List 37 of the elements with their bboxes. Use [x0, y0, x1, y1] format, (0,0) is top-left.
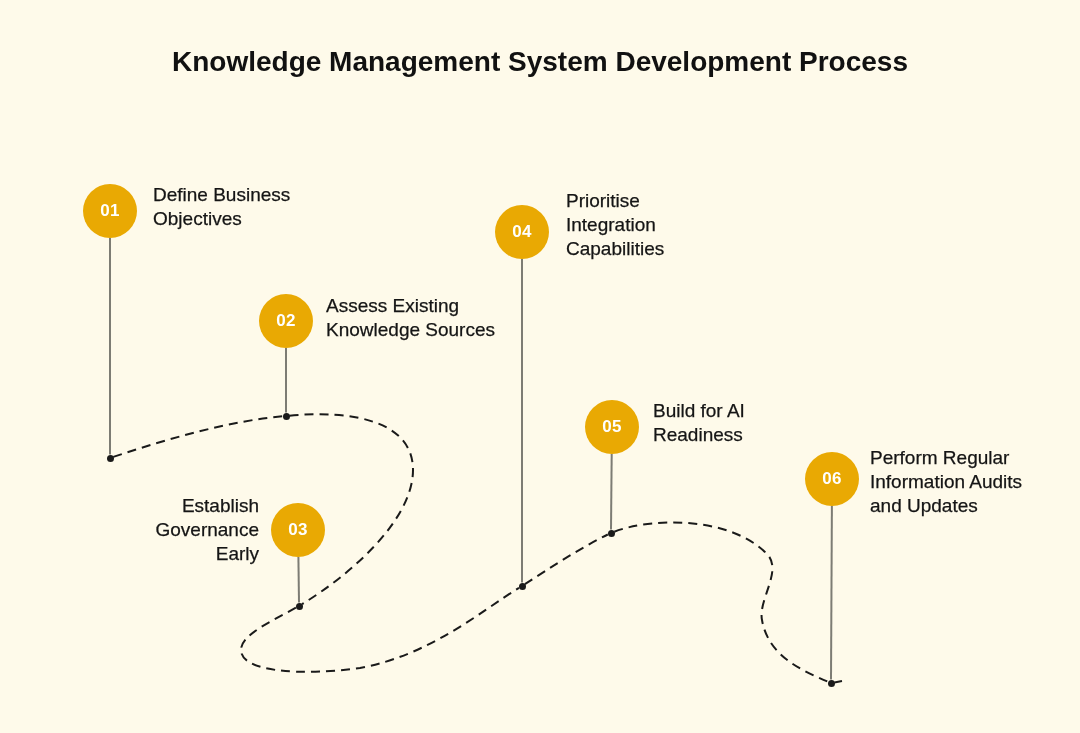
route-dot [295, 602, 303, 610]
route-dot [827, 679, 835, 687]
pin-line [830, 505, 833, 681]
step-label: Perform Regular Information Audits and Updates [870, 446, 1024, 518]
step-circle [259, 294, 313, 348]
pin-line [610, 453, 613, 531]
step-circle [805, 452, 859, 506]
step-circle [83, 184, 137, 238]
step-circle [585, 400, 639, 454]
route-dot [282, 412, 290, 420]
dashed-route-line [240, 586, 520, 673]
pin-line [285, 347, 287, 414]
dashed-route-line [112, 415, 284, 458]
step-label: Build for AI Readiness [653, 399, 746, 447]
step-label: Define Business Objectives [153, 183, 292, 231]
step-number: 03 [288, 520, 308, 540]
step-label: Establish Governance Early [154, 494, 259, 566]
step-circle [271, 503, 325, 557]
step-number: 01 [100, 201, 120, 221]
step-label: Assess Existing Knowledge Sources [326, 294, 496, 342]
dashed-route-line [523, 533, 609, 586]
route-dot [518, 582, 526, 590]
route-dot [106, 454, 114, 462]
step-label: Prioritise Integration Capabilities [566, 189, 666, 261]
step-number: 05 [602, 417, 622, 437]
pin-line [109, 237, 111, 456]
dashed-route-line [613, 521, 829, 683]
diagram-title: Knowledge Management System Development Process [172, 45, 908, 79]
dashed-route-line [288, 413, 414, 606]
step-circle [495, 205, 549, 259]
dashed-route-line [833, 680, 843, 684]
step-number: 06 [822, 469, 842, 489]
route-dot [607, 529, 615, 537]
step-number: 04 [512, 222, 532, 242]
pin-line [297, 556, 300, 604]
pin-line [521, 258, 523, 584]
step-number: 02 [276, 311, 296, 331]
